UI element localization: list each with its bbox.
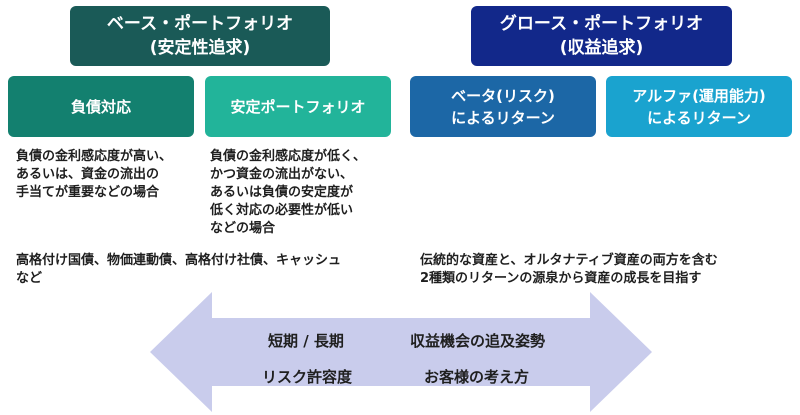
beta-return-box: ベータ(リスク) によるリターン bbox=[410, 76, 596, 137]
desc-line: 負債の金利感応度が低く、 bbox=[210, 149, 367, 164]
liability-matching-box: 負債対応 bbox=[8, 76, 194, 137]
alpha-return-label-line2: によるリターン bbox=[647, 108, 751, 127]
base-portfolio-header: ベース・ポートフォリオ (安定性追求) bbox=[70, 6, 330, 66]
growth-portfolio-subtitle: (収益追求) bbox=[559, 38, 644, 58]
alpha-return-box: アルファ(運用能力) によるリターン bbox=[606, 76, 792, 137]
desc-line: かつ資金の流出がない、 bbox=[210, 167, 354, 182]
growth-portfolio-title: グロース・ポートフォリオ bbox=[499, 14, 704, 34]
arrow-label-term: 短期 / 長期 bbox=[268, 332, 344, 350]
stable-portfolio-label: 安定ポートフォリオ bbox=[230, 97, 366, 116]
desc-line: 高格付け国債、物価連動債、高格付け社債、キャッシュ bbox=[16, 253, 342, 268]
growth-portfolio-header: グロース・ポートフォリオ (収益追求) bbox=[471, 6, 732, 66]
desc-line: あるいは負債の安定度が bbox=[210, 185, 354, 200]
base-portfolio-subtitle: (安定性追求) bbox=[149, 38, 251, 58]
growth-description: 伝統的な資産と、オルタナティブ資産の両方を含む 2種類のリターンの源泉から資産の… bbox=[420, 252, 718, 288]
double-arrow bbox=[150, 292, 652, 412]
desc-line: あるいは、資金の流出の bbox=[16, 167, 160, 182]
desc-line: など bbox=[16, 271, 43, 286]
arrow-label-risk-tolerance: リスク許容度 bbox=[262, 368, 353, 386]
base-assets-description: 高格付け国債、物価連動債、高格付け社債、キャッシュ など bbox=[16, 252, 341, 288]
desc-line: 手当てが重要などの場合 bbox=[16, 185, 160, 200]
arrow-label-return-pursuit: 収益機会の追及姿勢 bbox=[410, 332, 546, 350]
desc-line: 負債の金利感応度が高い、 bbox=[16, 149, 173, 164]
stable-description: 負債の金利感応度が低く、 かつ資金の流出がない、 あるいは負債の安定度が 低く対… bbox=[210, 148, 366, 238]
alpha-return-label-line1: アルファ(運用能力) bbox=[632, 86, 766, 105]
double-arrow-shape bbox=[150, 292, 652, 412]
desc-line: 2種類のリターンの源泉から資産の成長を目指す bbox=[420, 271, 702, 286]
beta-return-label-line2: によるリターン bbox=[451, 108, 555, 127]
desc-line: 伝統的な資産と、オルタナティブ資産の両方を含む bbox=[420, 253, 718, 268]
desc-line: などの場合 bbox=[210, 221, 276, 236]
desc-line: 低く対応の必要性が低い bbox=[210, 203, 354, 218]
liability-matching-label: 負債対応 bbox=[70, 97, 131, 116]
beta-return-label-line1: ベータ(リスク) bbox=[451, 86, 555, 105]
base-portfolio-title: ベース・ポートフォリオ bbox=[106, 14, 294, 34]
stable-portfolio-box: 安定ポートフォリオ bbox=[205, 76, 391, 137]
liability-description: 負債の金利感応度が高い、 あるいは、資金の流出の 手当てが重要などの場合 bbox=[16, 148, 172, 202]
arrow-label-client-view: お客様の考え方 bbox=[424, 368, 530, 386]
